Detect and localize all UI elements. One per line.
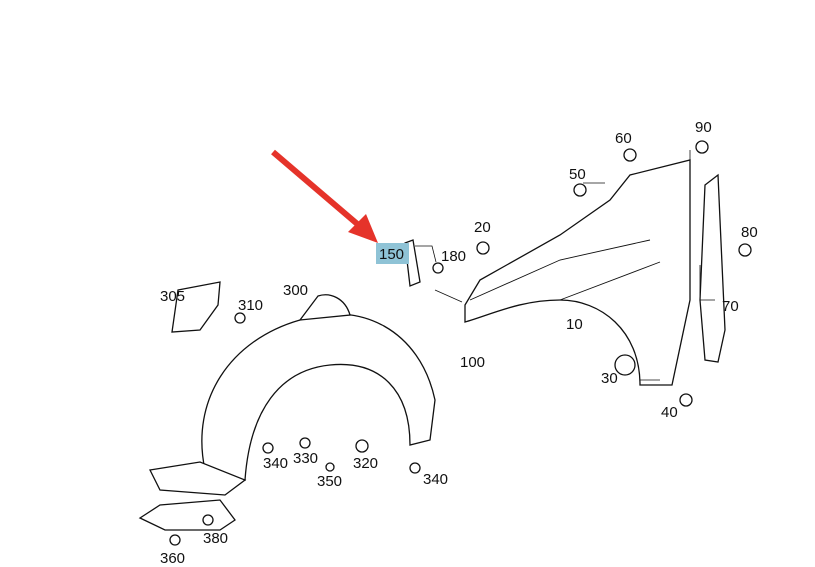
label-50[interactable]: 50 xyxy=(569,166,586,183)
label-305[interactable]: 305 xyxy=(160,288,185,305)
label-150[interactable]: 150 xyxy=(379,246,404,263)
label-180[interactable]: 180 xyxy=(441,248,466,265)
lower-shield-part xyxy=(149,461,247,496)
label-380[interactable]: 380 xyxy=(203,530,228,547)
leader-lines xyxy=(415,150,715,381)
label-340-right[interactable]: 340 xyxy=(423,471,448,488)
label-340-left[interactable]: 340 xyxy=(263,455,288,472)
fender-part xyxy=(464,159,691,386)
label-350[interactable]: 350 xyxy=(317,473,342,490)
highlight-box-150 xyxy=(376,243,409,264)
wheel-liner-part xyxy=(201,313,436,481)
part-labels: 60 90 50 20 150 180 80 300 305 310 10 70… xyxy=(160,119,758,567)
label-90[interactable]: 90 xyxy=(695,119,712,136)
label-80[interactable]: 80 xyxy=(741,224,758,241)
label-330[interactable]: 330 xyxy=(293,450,318,467)
lower-panel-part xyxy=(138,499,236,531)
label-320[interactable]: 320 xyxy=(353,455,378,472)
label-30[interactable]: 30 xyxy=(601,370,618,387)
label-310[interactable]: 310 xyxy=(238,297,263,314)
fasteners xyxy=(169,140,752,546)
label-300[interactable]: 300 xyxy=(283,282,308,299)
label-40[interactable]: 40 xyxy=(661,404,678,421)
label-360[interactable]: 360 xyxy=(160,550,185,567)
liner-bump xyxy=(298,294,351,321)
label-100[interactable]: 100 xyxy=(460,354,485,371)
red-pointer-arrow xyxy=(271,149,378,243)
label-70[interactable]: 70 xyxy=(722,298,739,315)
fender-crease xyxy=(469,239,661,301)
label-20[interactable]: 20 xyxy=(474,219,491,236)
cover-part-305 xyxy=(171,281,221,333)
bracket-part xyxy=(699,173,726,363)
label-10[interactable]: 10 xyxy=(566,316,583,333)
label-60[interactable]: 60 xyxy=(615,130,632,147)
